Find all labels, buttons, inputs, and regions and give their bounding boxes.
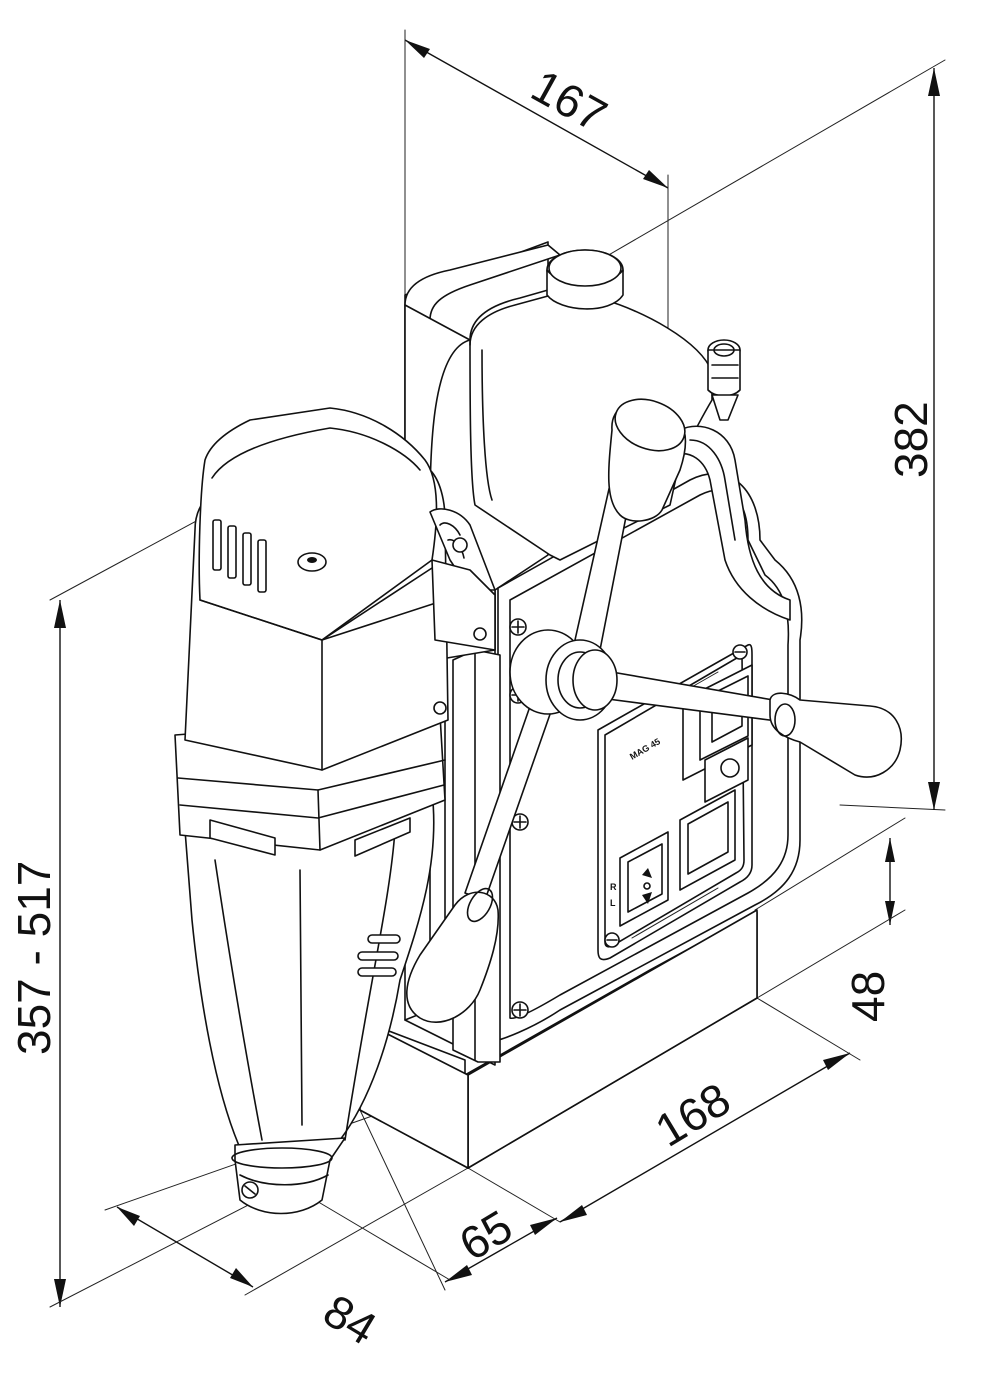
slide-carriage (429, 508, 496, 715)
switch-label-l: L (610, 898, 616, 908)
dim-label-65: 65 (450, 1200, 521, 1271)
coolant-fitting (707, 339, 741, 421)
feed-handle (406, 398, 902, 1023)
dim-label-168: 168 (646, 1072, 739, 1156)
carry-handle (674, 425, 791, 621)
dim-label-382: 382 (885, 401, 937, 478)
dim-label-167: 167 (523, 59, 615, 142)
magnetic-base (359, 909, 758, 1169)
switch-label-r: R (610, 882, 617, 892)
control-panel: MAG 45 R L (597, 643, 753, 961)
drill-motor (174, 407, 449, 1215)
dim-label-48: 48 (842, 971, 894, 1022)
dim-label-357-517: 357 - 517 (8, 861, 60, 1055)
dim-label-84: 84 (315, 1284, 386, 1355)
